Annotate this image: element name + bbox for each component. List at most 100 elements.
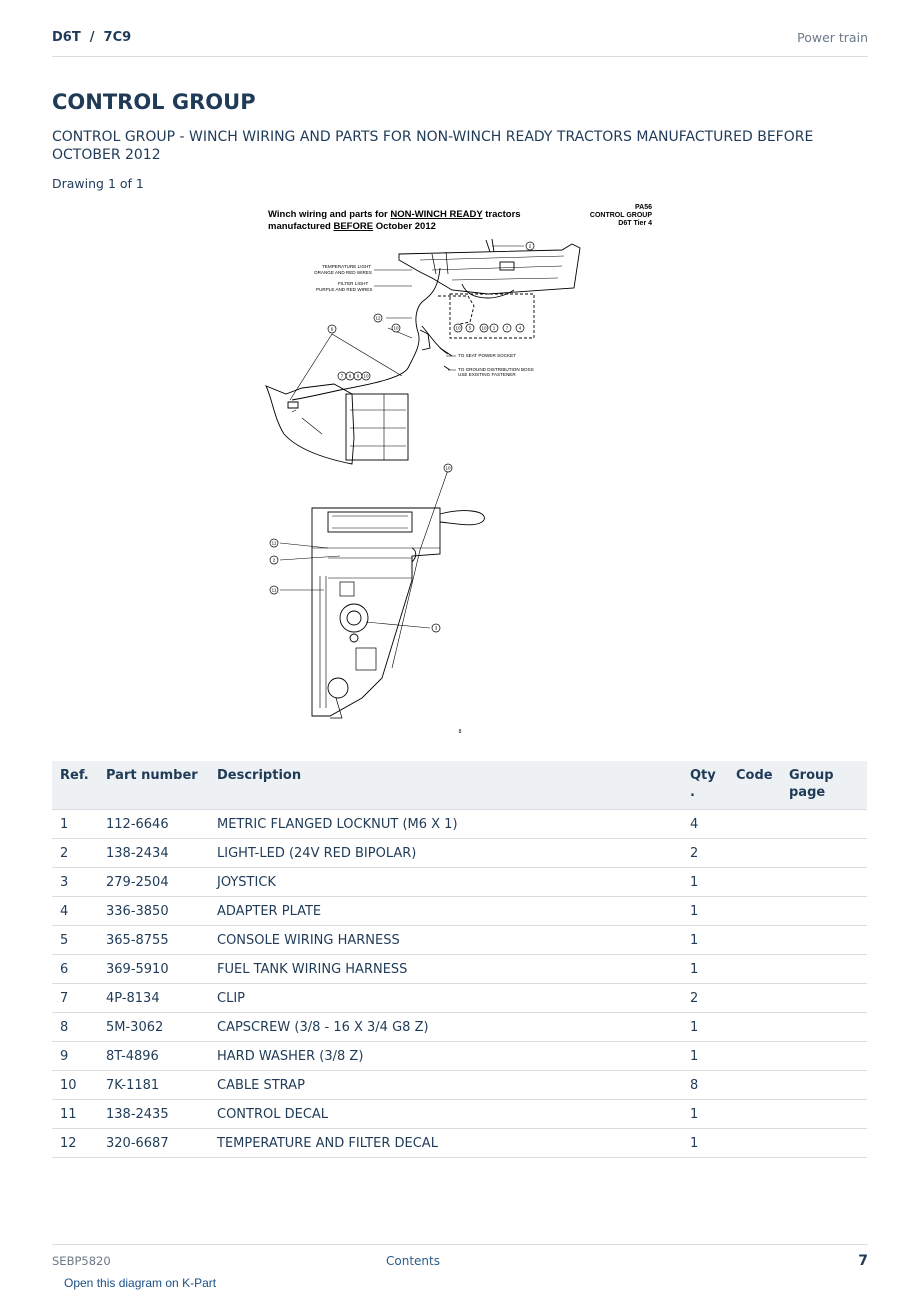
- part-number-cell: 5M-3062: [98, 1012, 209, 1042]
- col-code-header: Code: [728, 761, 781, 810]
- contents-link[interactable]: Contents: [386, 1254, 440, 1268]
- qty-cell: 4: [682, 809, 728, 839]
- callout-10b: 10: [479, 323, 489, 333]
- upper-callouts: 2 12 10 6 10 5 10 1 7 4 7 8 9 10: [327, 241, 535, 381]
- parts-diagram: Winch wiring and parts for NON-WINCH REA…: [265, 204, 652, 735]
- group-page-cell: [781, 809, 867, 839]
- group-page-cell: [781, 925, 867, 955]
- note-ground-boss: TO GROUND DISTRIBUTION BOSS: [458, 367, 534, 372]
- code-cell: [728, 1128, 781, 1158]
- code-cell: [728, 925, 781, 955]
- lower-callouts: 10 11 2 11 3: [269, 463, 453, 633]
- svg-text:5: 5: [469, 326, 472, 331]
- code-cell: [728, 983, 781, 1013]
- callout-4: 4: [515, 323, 525, 333]
- section-label: Power train: [797, 30, 868, 45]
- col-qty-header: Qty .: [682, 761, 728, 810]
- diagram-group: CONTROL GROUP: [590, 212, 652, 219]
- ref-cell: 5: [52, 925, 98, 955]
- svg-text:7: 7: [506, 326, 509, 331]
- ref-cell: 3: [52, 867, 98, 897]
- code-cell: [728, 1099, 781, 1129]
- description-cell: CONSOLE WIRING HARNESS: [209, 925, 682, 955]
- note-filter-light: FILTER LIGHT: [338, 281, 368, 286]
- qty-cell: 2: [682, 983, 728, 1013]
- description-cell: ADAPTER PLATE: [209, 896, 682, 926]
- description-cell: CONTROL DECAL: [209, 1099, 682, 1129]
- part-number-cell: 138-2435: [98, 1099, 209, 1129]
- ref-cell: 2: [52, 838, 98, 868]
- svg-text:6: 6: [331, 327, 334, 332]
- svg-text:10: 10: [481, 326, 487, 331]
- part-number-cell: 4P-8134: [98, 983, 209, 1013]
- group-page-cell: [781, 896, 867, 926]
- ref-cell: 4: [52, 896, 98, 926]
- part-number-cell: 279-2504: [98, 867, 209, 897]
- drawing-caption: Drawing 1 of 1: [52, 176, 144, 191]
- breadcrumb: D6T / 7C9: [52, 30, 132, 45]
- code-cell: [728, 838, 781, 868]
- svg-text:10: 10: [363, 374, 369, 379]
- part-number-cell: 112-6646: [98, 809, 209, 839]
- page-header: D6T / 7C9 Power train: [52, 28, 868, 57]
- code-cell: [728, 1012, 781, 1042]
- diagram-caption-line2: manufactured BEFORE October 2012: [268, 221, 436, 232]
- page-subtitle: CONTROL GROUP - WINCH WIRING AND PARTS F…: [52, 129, 814, 163]
- qty-cell: 1: [682, 954, 728, 984]
- group-page-cell: [781, 1041, 867, 1071]
- group-page-cell: [781, 838, 867, 868]
- diagram-caption-line1: Winch wiring and parts for NON-WINCH REA…: [268, 209, 521, 220]
- description-cell: LIGHT-LED (24V RED BIPOLAR): [209, 838, 682, 868]
- description-cell: CABLE STRAP: [209, 1070, 682, 1100]
- group-page-cell: [781, 1099, 867, 1129]
- ref-cell: 9: [52, 1041, 98, 1071]
- callout-9: 9: [353, 371, 363, 381]
- note-temp-light: TEMPERATURE LIGHT: [322, 264, 371, 269]
- col-ref-header: Ref.: [52, 761, 98, 810]
- group-page-cell: [781, 867, 867, 897]
- callout-3: 3: [431, 623, 441, 633]
- svg-text:4: 4: [519, 326, 522, 331]
- qty-cell: 1: [682, 925, 728, 955]
- code-cell: [728, 954, 781, 984]
- code-cell: [728, 867, 781, 897]
- svg-text:11: 11: [272, 588, 277, 593]
- part-number-cell: 320-6687: [98, 1128, 209, 1158]
- svg-text:7: 7: [341, 374, 344, 379]
- document-id: SEBP5820: [52, 1254, 111, 1268]
- part-number-cell: 7K-1181: [98, 1070, 209, 1100]
- kpart-diagram-link[interactable]: Open this diagram on K-Part: [64, 1276, 217, 1290]
- diagram-sheet-number: 8: [459, 729, 462, 735]
- ref-cell: 8: [52, 1012, 98, 1042]
- callout-7b: 7: [337, 371, 347, 381]
- callout-8: 8: [345, 371, 355, 381]
- svg-text:12: 12: [375, 316, 381, 321]
- ref-cell: 1: [52, 809, 98, 839]
- note-seat-socket: TO SEAT POWER SOCKET: [458, 353, 516, 358]
- parts-table: Ref. Part number Description Qty . Code …: [52, 761, 867, 1158]
- group-page-cell: [781, 1012, 867, 1042]
- description-cell: FUEL TANK WIRING HARNESS: [209, 954, 682, 984]
- part-number-cell: 8T-4896: [98, 1041, 209, 1071]
- qty-cell: 1: [682, 1128, 728, 1158]
- svg-text:9: 9: [357, 374, 360, 379]
- code-cell: [728, 809, 781, 839]
- qty-cell: 1: [682, 1012, 728, 1042]
- group-page-cell: [781, 954, 867, 984]
- svg-text:8: 8: [349, 374, 352, 379]
- description-cell: HARD WASHER (3/8 Z): [209, 1041, 682, 1071]
- svg-text:1: 1: [493, 326, 496, 331]
- callout-5: 5: [465, 323, 475, 333]
- callout-1: 1: [489, 323, 499, 333]
- svg-text:11: 11: [272, 541, 277, 546]
- svg-text:10: 10: [445, 466, 451, 471]
